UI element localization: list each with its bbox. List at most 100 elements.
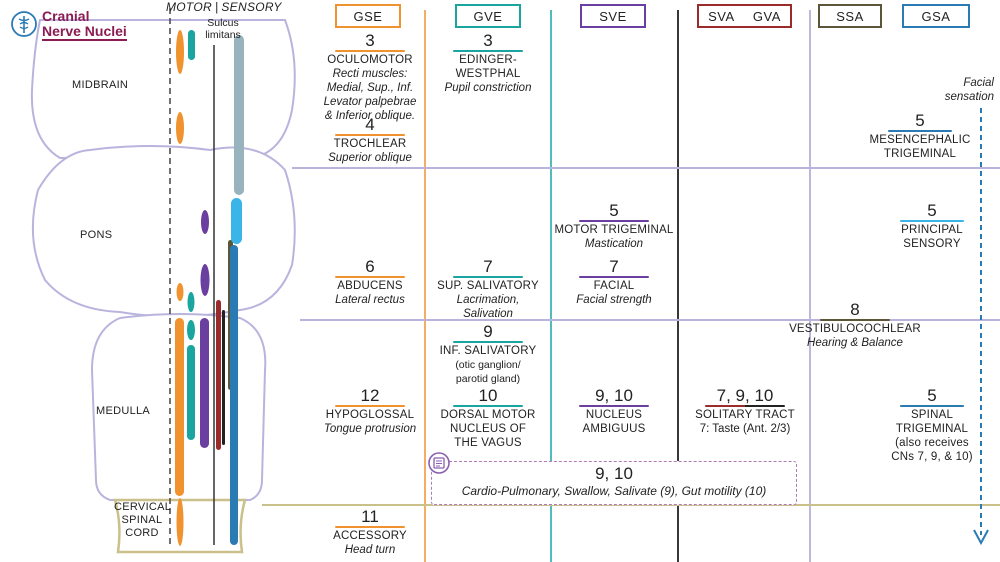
nucleus-name: ABDUCENS: [337, 280, 403, 292]
nucleus-oculomotor: [176, 30, 184, 74]
cell-oculomotor: 3 OCULOMOTOR Recti muscles: Medial, Sup.…: [305, 32, 435, 123]
motor-sensory-header: MOTOR|SENSORY: [166, 0, 282, 14]
label-line: Facial: [963, 77, 994, 89]
nucleus-spinal-trigeminal: [230, 245, 238, 545]
cn-number: 11: [361, 507, 379, 526]
cn-number: 12: [360, 386, 380, 405]
diagram-title: Cranial Nerve Nuclei: [42, 9, 127, 41]
nucleus-motor-trigeminal: [201, 210, 209, 234]
cell-motor-trigeminal: 5 MOTOR TRIGEMINAL Mastication: [552, 202, 676, 251]
nucleus-principal-sensory: [231, 198, 242, 244]
nucleus-desc: Facial strength: [576, 294, 652, 306]
cell-edinger-westphal: 3 EDINGER-WESTPHAL Pupil constriction: [428, 32, 548, 95]
nucleus-name: TRIGEMINAL: [895, 423, 969, 435]
nucleus-name: THE VAGUS: [454, 437, 522, 449]
region-label-pons: PONS: [80, 229, 113, 241]
nucleus-ambiguus: [200, 318, 209, 448]
nucleus-desc: Head turn: [344, 544, 396, 556]
nucleus-name: MOTOR TRIGEMINAL: [554, 224, 674, 236]
nucleus-name: PRINCIPAL: [901, 224, 963, 236]
nucleus-desc: Salivation: [463, 308, 513, 320]
nucleus-desc: Hearing & Balance: [807, 337, 903, 349]
nucleus-name: INF. SALIVATORY: [439, 345, 537, 357]
facial-sensation-label: Facial sensation: [922, 76, 994, 104]
title-line-2: Nerve Nuclei: [42, 23, 127, 41]
nucleus-desc: 7: Taste (Ant. 2/3): [699, 423, 791, 435]
nucleus-desc: Levator palpebrae: [323, 96, 417, 108]
cn-number: 9, 10: [595, 464, 633, 483]
underline: [579, 220, 649, 222]
nucleus-trochlear: [176, 112, 184, 144]
nucleus-inf-salivatory: [187, 320, 195, 340]
nucleus-solitary-tract: [216, 300, 221, 450]
cell-mesencephalic-trigeminal: 5 MESENCEPHALIC TRIGEMINAL: [868, 112, 972, 161]
cell-sup-salivatory: 7 SUP. SALIVATORY Lacrimation, Salivatio…: [428, 258, 548, 321]
cell-solitary-tract: 7, 9, 10 SOLITARY TRACT 7: Taste (Ant. 2…: [682, 387, 808, 436]
underline: [335, 50, 405, 52]
nucleus-desc: Medial, Sup., Inf.: [326, 82, 414, 94]
cn-number: 7: [609, 257, 619, 276]
nucleus-name: SENSORY: [903, 238, 961, 250]
column-header-sve: SVE: [580, 4, 646, 28]
nucleus-hypoglossal: [175, 318, 184, 496]
column-header-sva-gva: SVA GVA: [697, 4, 792, 28]
region-label-cervical: CERVICAL SPINAL CORD: [114, 501, 172, 539]
nucleus-accessory: [176, 498, 184, 546]
cn-number: 6: [365, 257, 375, 276]
nucleus-name: MESENCEPHALIC: [869, 134, 971, 146]
nucleus-name: NUCLEUS OF: [449, 423, 527, 435]
underline: [705, 405, 785, 407]
nucleus-desc: Superior oblique: [328, 152, 412, 164]
nucleus-name: VESTIBULOCOCHLEAR: [789, 323, 921, 335]
column-header-ssa: SSA: [818, 4, 882, 28]
nucleus-note: parotid gland): [455, 373, 521, 385]
nucleus-desc: Recti muscles:: [332, 68, 408, 80]
nucleus-desc: Mastication: [584, 238, 644, 250]
nucleus-name: ACCESSORY: [333, 530, 407, 542]
cell-dorsal-motor-vagus: 10 DORSAL MOTOR NUCLEUS OF THE VAGUS: [428, 387, 548, 450]
cn-number: 5: [927, 201, 937, 220]
nucleus-desc: Pupil constriction: [444, 82, 532, 94]
underline: [453, 276, 523, 278]
underline: [335, 276, 405, 278]
underline: [453, 405, 523, 407]
cn-number: 9: [483, 322, 493, 341]
vagal-function-desc: Cardio-Pulmonary, Swallow, Salivate (9),…: [461, 484, 767, 498]
cn-number: 10: [478, 386, 498, 405]
nucleus-name: EDINGER-WESTPHAL: [455, 54, 521, 80]
cell-facial-motor: 7 FACIAL Facial strength: [552, 258, 676, 307]
nucleus-desc: & Inferior oblique.: [324, 110, 416, 122]
cell-vestibulocochlear: 8 VESTIBULOCOCHLEAR Hearing & Balance: [780, 301, 930, 350]
underline: [900, 405, 964, 407]
cell-spinal-trigeminal: 5 SPINAL TRIGEMINAL (also receives CNs 7…: [880, 387, 984, 464]
nucleus-name: OCULOMOTOR: [327, 54, 413, 66]
cell-trochlear: 4 TROCHLEAR Superior oblique: [305, 116, 435, 165]
nucleus-note: (otic ganglion/: [455, 359, 521, 371]
underline: [335, 405, 405, 407]
cn-number: 3: [483, 31, 493, 50]
nucleus-abducens: [176, 283, 184, 301]
nucleus-name: SUP. SALIVATORY: [437, 280, 539, 292]
arrow-head-icon: [973, 529, 989, 546]
nucleus-mesencephalic: [234, 35, 244, 195]
underline: [579, 276, 649, 278]
solitary-visceral: [222, 310, 225, 445]
region-label-medulla: MEDULLA: [96, 405, 151, 417]
notes-icon: [428, 452, 450, 474]
column-header-gva: GVA: [752, 8, 781, 24]
cell-nucleus-ambiguus: 9, 10 NUCLEUS AMBIGUUS: [552, 387, 676, 436]
cn-number: 3: [365, 31, 375, 50]
nucleus-name: DORSAL MOTOR: [440, 409, 536, 421]
underline: [453, 341, 523, 343]
nucleus-facial: [200, 264, 210, 296]
cn-number: 7, 9, 10: [716, 386, 774, 405]
underline: [335, 526, 405, 528]
nucleus-name: SPINAL: [910, 409, 954, 421]
cn-number: 5: [609, 201, 619, 220]
region-label-midbrain: MIDBRAIN: [72, 79, 129, 91]
nucleus-note: (also receives: [895, 437, 969, 449]
underline: [335, 134, 405, 136]
nucleus-desc: Lacrimation,: [456, 294, 520, 306]
underline: [900, 220, 964, 222]
